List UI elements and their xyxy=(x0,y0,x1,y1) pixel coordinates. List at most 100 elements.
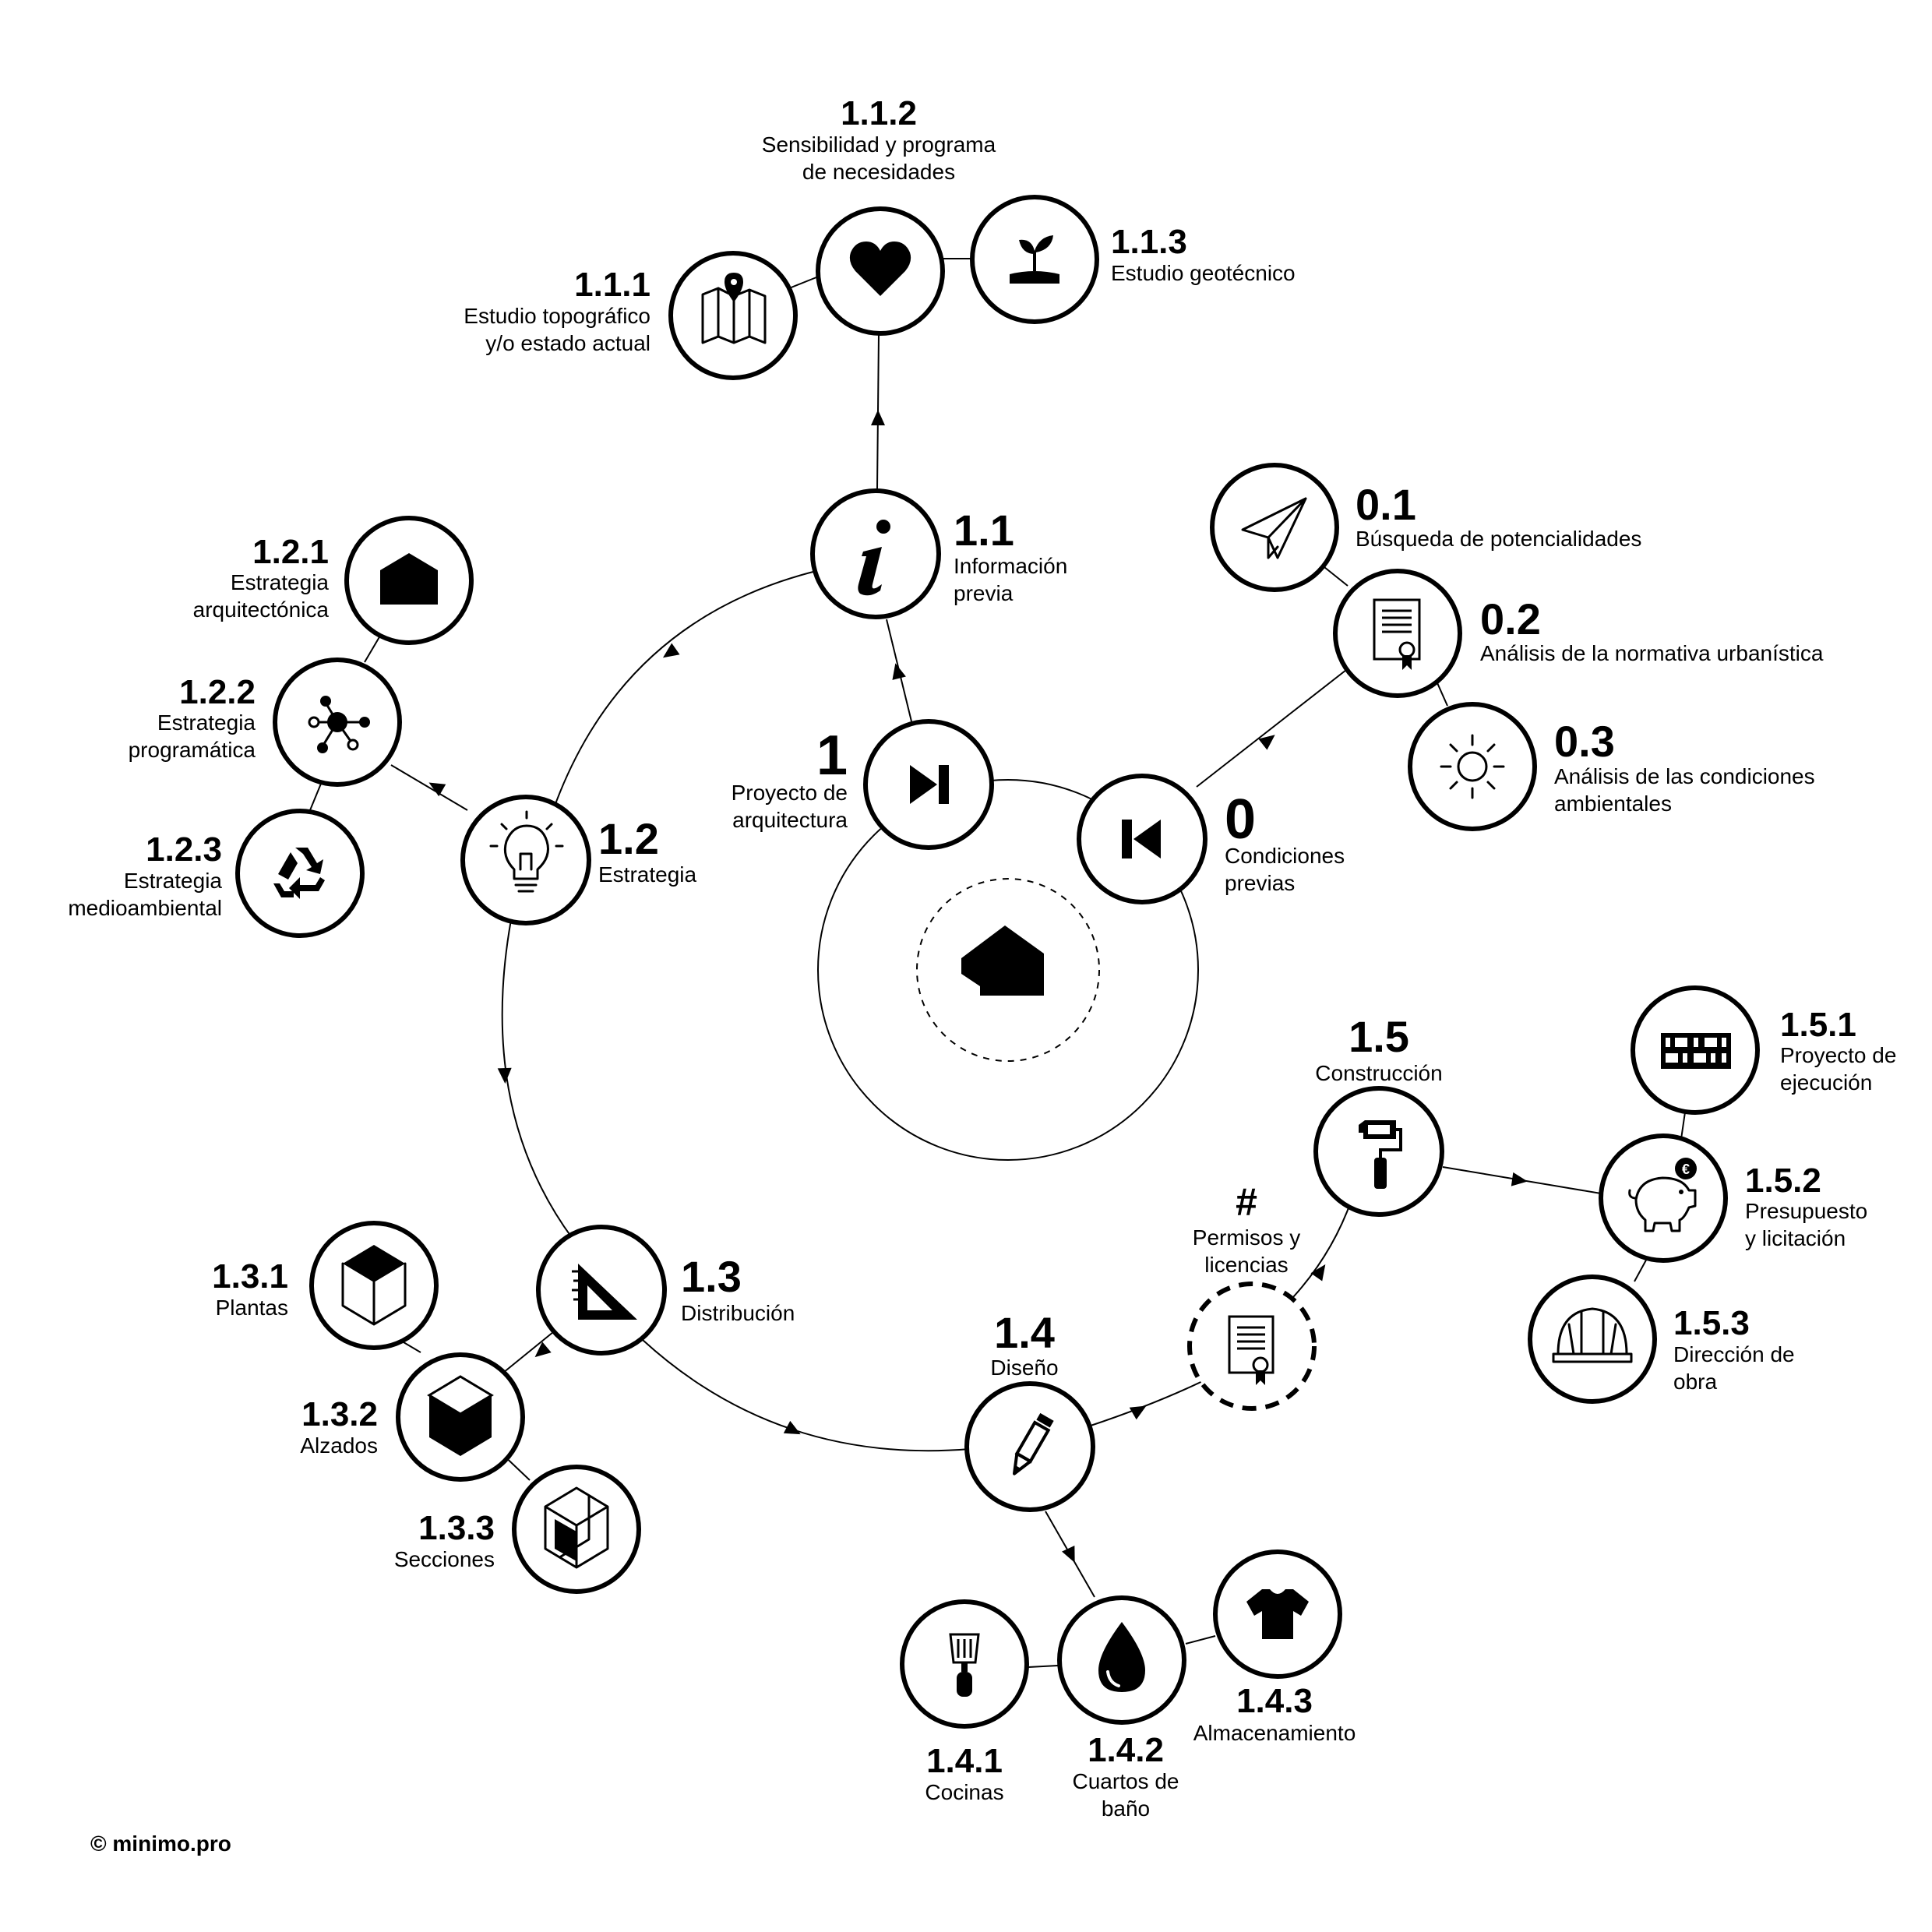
spiral-arc-permits-to-1-5 xyxy=(1292,1199,1352,1298)
node-1-4-3-label-1: Almacenamiento xyxy=(1193,1721,1356,1745)
paper-plane-icon xyxy=(1241,497,1307,559)
heart-icon xyxy=(849,242,911,296)
node-1-3-1-label-1: Plantas xyxy=(216,1296,288,1320)
node-1-1-2[interactable] xyxy=(816,206,945,336)
node-1-5-number: 1.5 xyxy=(1349,1012,1409,1061)
node-1-1-1-number: 1.1.1 xyxy=(574,266,650,304)
node-1-2[interactable] xyxy=(460,795,591,925)
arrowhead xyxy=(497,1067,512,1084)
pencil-icon xyxy=(1013,1412,1054,1475)
node-1-5-3[interactable] xyxy=(1528,1274,1657,1404)
node-1-2-1-label-2: arquitectónica xyxy=(193,598,330,622)
node-permits-number: # xyxy=(1236,1180,1257,1224)
node-0-2-label-1: Análisis de la normativa urbanística xyxy=(1480,641,1824,665)
node-1-5-2[interactable]: € xyxy=(1599,1133,1728,1263)
node-1-3-2-number: 1.3.2 xyxy=(301,1395,378,1433)
node-1-4-label-1: Diseño xyxy=(990,1356,1058,1380)
node-1-2-1-label-1: Estrategia xyxy=(231,570,329,594)
node-0-1[interactable] xyxy=(1210,463,1339,592)
node-1-1-1-label-2: y/o estado actual xyxy=(485,331,650,355)
svg-text:€: € xyxy=(1682,1162,1690,1177)
node-1-2-3-number: 1.2.3 xyxy=(146,830,222,869)
node-1[interactable] xyxy=(863,719,994,850)
node-1-2-3-label-1: Estrategia xyxy=(124,869,222,893)
node-1-4-2[interactable] xyxy=(1057,1595,1186,1725)
certificate-icon xyxy=(1373,598,1421,670)
spiral-arc-1-2-to-1-3 xyxy=(501,911,573,1239)
arrowhead xyxy=(534,1341,552,1358)
node-1-5-label-1: Construcción xyxy=(1315,1061,1442,1085)
arrowhead xyxy=(871,410,885,425)
node-1-3-3[interactable] xyxy=(512,1465,641,1594)
node-1-5-2-label-1: Presupuesto xyxy=(1745,1199,1867,1223)
skip-back-icon xyxy=(1122,820,1161,858)
node-1-4-3[interactable] xyxy=(1213,1549,1342,1679)
node-1-2-1[interactable] xyxy=(344,516,474,645)
node-1-4-3-number: 1.4.3 xyxy=(1236,1682,1313,1720)
link-1-4-2-to-1-4-3 xyxy=(1185,1635,1216,1645)
node-0-1-number: 0.1 xyxy=(1356,480,1416,529)
node-1-4-1[interactable] xyxy=(900,1599,1029,1729)
node-1-4-1-label-1: Cocinas xyxy=(925,1780,1003,1804)
node-1-1-2-label-2: de necesidades xyxy=(802,160,955,184)
node-1-label-1: Proyecto de xyxy=(732,781,848,805)
node-1-4[interactable] xyxy=(964,1381,1095,1512)
node-1-3-1[interactable] xyxy=(309,1221,439,1350)
node-0-3-label-2: ambientales xyxy=(1554,791,1672,816)
node-0[interactable] xyxy=(1077,774,1208,904)
node-1-1[interactable] xyxy=(810,488,941,619)
node-1-5-3-label-1: Dirección de xyxy=(1673,1342,1795,1366)
node-1-1-2-number: 1.1.2 xyxy=(841,94,917,132)
node-0-2-number: 0.2 xyxy=(1480,594,1541,643)
node-1-3-3-number: 1.3.3 xyxy=(418,1509,495,1547)
arrowhead xyxy=(1062,1546,1075,1563)
helmet-icon xyxy=(1552,1307,1633,1363)
node-1-1-1[interactable] xyxy=(668,251,798,380)
link-1-3-to-1-3-2 xyxy=(502,1331,554,1373)
lightbulb-icon xyxy=(489,810,564,893)
node-0-2[interactable] xyxy=(1333,569,1462,698)
node-1-4-1-number: 1.4.1 xyxy=(926,1742,1003,1780)
arrowhead xyxy=(1511,1172,1528,1186)
skip-forward-icon xyxy=(910,765,949,804)
node-1-4-2-number: 1.4.2 xyxy=(1088,1731,1164,1769)
spiral-arc-1-4-to-permits xyxy=(1090,1374,1216,1426)
node-1-5-2-label-2: y licitación xyxy=(1745,1226,1846,1250)
water-drop-icon xyxy=(1098,1622,1145,1692)
link-1-2-1-to-1-2-2 xyxy=(364,635,381,663)
node-1-3[interactable] xyxy=(536,1225,667,1356)
sun-icon xyxy=(1440,734,1505,799)
node-1-3-label-1: Distribución xyxy=(681,1301,795,1325)
arrowhead xyxy=(428,782,446,797)
node-1-4-2-label-2: baño xyxy=(1102,1796,1150,1821)
spatula-icon xyxy=(949,1633,980,1697)
map-icon xyxy=(701,273,767,344)
node-1-5-1-label-1: Proyecto de xyxy=(1780,1043,1896,1067)
node-1-1-3[interactable] xyxy=(970,195,1099,324)
node-1-5[interactable] xyxy=(1313,1086,1444,1217)
link-0-to-0-2 xyxy=(1196,669,1347,788)
info-icon xyxy=(858,520,890,596)
node-1-3-1-number: 1.3.1 xyxy=(212,1257,288,1296)
node-1-3-3-label-1: Secciones xyxy=(394,1547,495,1571)
node-1-2-2[interactable] xyxy=(273,658,402,787)
network-icon xyxy=(308,696,370,753)
node-0-3-number: 0.3 xyxy=(1554,717,1615,766)
node-permits[interactable] xyxy=(1187,1282,1317,1411)
arrowhead xyxy=(1258,735,1275,750)
node-1-1-label-2: previa xyxy=(954,581,1014,605)
node-1-2-number: 1.2 xyxy=(598,814,659,863)
node-1-number: 1 xyxy=(816,724,848,787)
node-1-2-1-number: 1.2.1 xyxy=(252,533,329,571)
node-0-label-1: Condiciones xyxy=(1225,844,1345,868)
node-0-3[interactable] xyxy=(1408,702,1537,831)
link-1-1-1-to-1-1-2 xyxy=(788,277,817,289)
node-1-5-1[interactable] xyxy=(1631,985,1760,1115)
node-1-3-2[interactable] xyxy=(396,1352,525,1482)
node-1-5-1-label-2: ejecución xyxy=(1780,1070,1872,1095)
node-permits-label-2: licencias xyxy=(1204,1253,1288,1277)
node-1-1-2-label-1: Sensibilidad y programa xyxy=(762,132,996,157)
node-1-2-3[interactable] xyxy=(235,809,365,938)
node-1-5-3-label-2: obra xyxy=(1673,1370,1717,1394)
node-1-3-2-label-1: Alzados xyxy=(300,1433,378,1458)
